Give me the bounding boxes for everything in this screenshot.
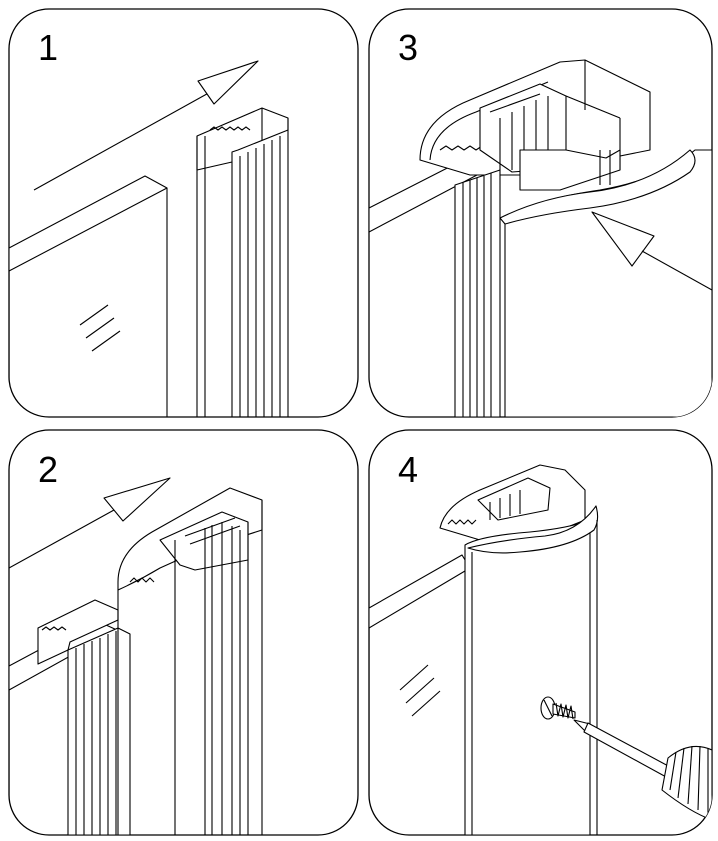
step-number: 1 <box>38 27 58 68</box>
step-panel-2: 2 <box>8 429 359 836</box>
ribbed-strip <box>454 169 501 417</box>
assembled-profile <box>439 464 599 835</box>
panel-frame <box>8 8 359 418</box>
step-number: 2 <box>38 449 58 490</box>
step-number: 3 <box>398 27 418 68</box>
step-panel-4: 4 <box>368 429 713 836</box>
door-panel <box>499 149 712 417</box>
glass-reflection-mark <box>399 664 441 717</box>
screwdriver <box>573 719 712 821</box>
direction-arrow <box>33 60 259 191</box>
glass-reflection-mark <box>79 304 121 352</box>
direction-arrow <box>9 477 171 569</box>
seal-profile <box>37 599 131 835</box>
screw <box>540 696 576 720</box>
wall-profile <box>117 487 263 835</box>
seal-profile <box>419 59 651 191</box>
step-panel-1: 1 <box>8 8 359 418</box>
step-number: 4 <box>398 449 418 490</box>
step-panel-3: 3 <box>368 8 713 418</box>
seal-profile <box>196 107 289 417</box>
push-arrow <box>591 211 712 291</box>
glass-panel <box>9 175 168 417</box>
